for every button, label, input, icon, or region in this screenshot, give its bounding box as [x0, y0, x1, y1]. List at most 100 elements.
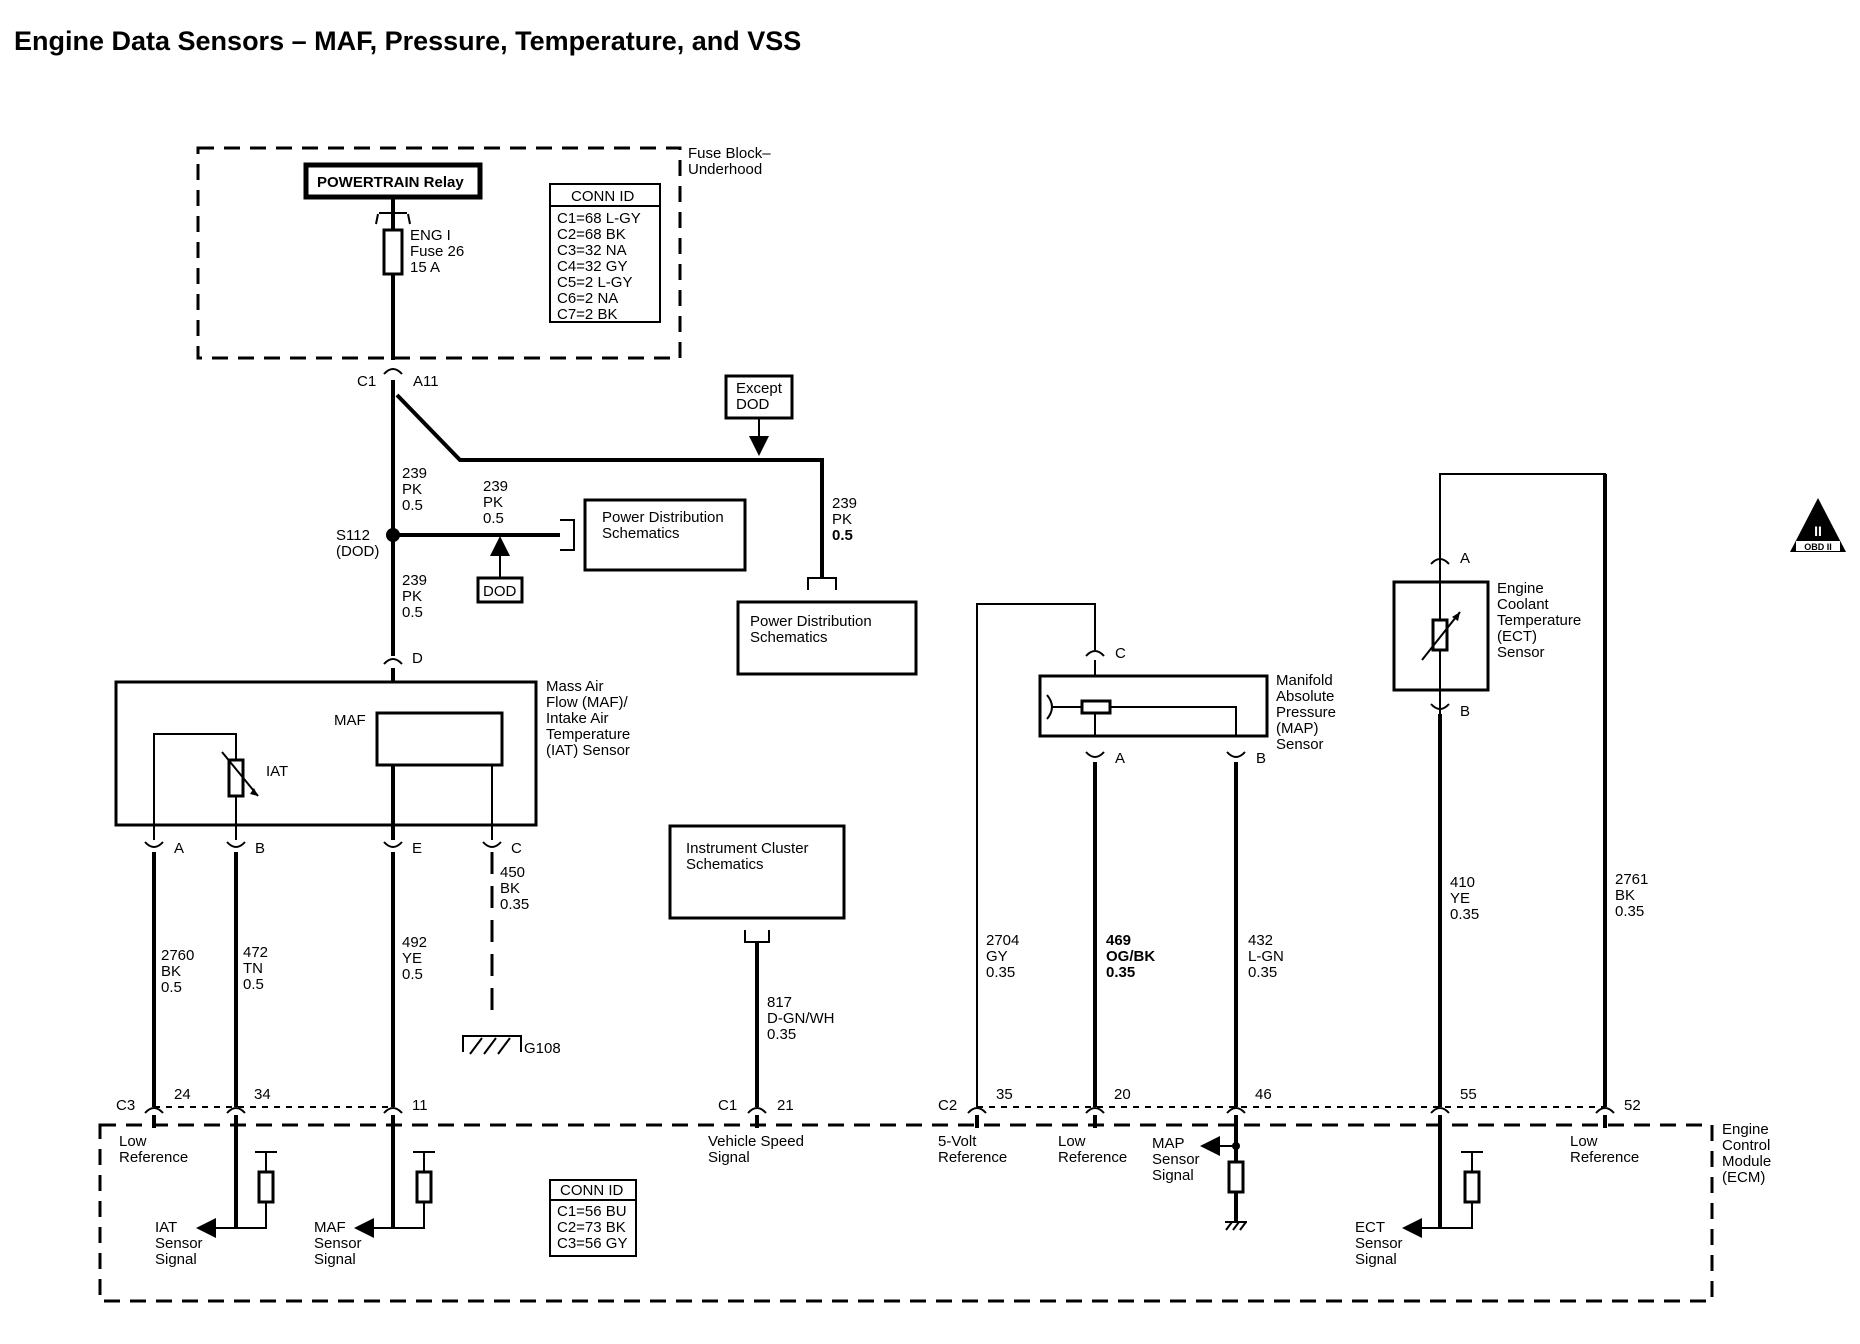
- map-signal-label-2: Sensor: [1152, 1151, 1200, 1168]
- wire-410-2: YE: [1450, 890, 1470, 907]
- wire-469-1: 469: [1106, 932, 1131, 949]
- map-element-icon: [1080, 699, 1112, 715]
- power-dist-2-label-1: Power Distribution: [750, 613, 872, 630]
- ecm-label-3: Module: [1722, 1153, 1771, 1170]
- wire-450-1: 450: [500, 864, 525, 881]
- ect-label-5: Sensor: [1497, 644, 1545, 661]
- vss-signal-label-2: Signal: [708, 1149, 750, 1166]
- wire-2761-2: BK: [1615, 887, 1635, 904]
- wire-239-lower-2: PK: [402, 588, 422, 605]
- fuse-conn-label: C1: [357, 373, 376, 390]
- maf-pin-a-label: A: [174, 840, 184, 857]
- maf-pin-e-label: E: [412, 840, 422, 857]
- ecm-pin-label: 11: [412, 1097, 428, 1114]
- maf-pullup-circuit: [354, 1151, 435, 1238]
- instrument-cluster-label-2: Schematics: [686, 856, 764, 873]
- power-dist-box-1: [583, 498, 747, 572]
- ect-label-1: Engine: [1497, 580, 1544, 597]
- wire-472-2: TN: [243, 960, 263, 977]
- powertrain-relay-label: POWERTRAIN Relay: [317, 174, 464, 191]
- wire-492-3: 0.5: [402, 966, 423, 983]
- map-pin-b-icon: [1226, 751, 1246, 758]
- wire-2760-1: 2760: [161, 947, 194, 964]
- map-pin-c-icon: [1085, 650, 1105, 657]
- wire-2760-3: 0.5: [161, 979, 182, 996]
- fuse-label-2: Fuse 26: [410, 243, 464, 260]
- ecm-pin-46-icon: [1226, 1107, 1246, 1114]
- maf-pin-e-icon: [383, 841, 403, 848]
- resistor-icon: [415, 1170, 433, 1204]
- fuse-conn-id-row: C6=2 NA: [557, 290, 618, 307]
- ecm-pin-34-icon: [226, 1107, 246, 1114]
- wire-239-upper-1: 239: [402, 465, 427, 482]
- ecm-pin-label: 46: [1255, 1086, 1272, 1103]
- maf-label-2: Flow (MAF)/: [546, 694, 628, 711]
- wire-239-except-2: PK: [832, 511, 852, 528]
- map-pin-a-label: A: [1115, 750, 1125, 767]
- ecm-low-ref-2-b: Reference: [1058, 1149, 1127, 1166]
- ect-label-2: Coolant: [1497, 596, 1550, 613]
- wire-239-branch-2: PK: [483, 494, 503, 511]
- fuse-conn-id-row: C5=2 L-GY: [557, 274, 632, 291]
- iat-element-label: IAT: [266, 763, 288, 780]
- connector-c1-a11-icon: [383, 368, 403, 375]
- ect-signal-label-3: Signal: [1355, 1251, 1397, 1268]
- wire-2704-2: GY: [986, 948, 1008, 965]
- wire-239-except-1: 239: [832, 495, 857, 512]
- ecm-pin-52-icon: [1595, 1107, 1615, 1114]
- fuse-terminal-icon: [375, 213, 411, 225]
- wire-472-1: 472: [243, 944, 268, 961]
- wire-239-upper-2: PK: [402, 481, 422, 498]
- obd-ii-icon: II OBD II: [1790, 498, 1846, 552]
- map-label-1: Manifold: [1276, 672, 1333, 689]
- wire-492-2: YE: [402, 950, 422, 967]
- maf-label-3: Intake Air: [546, 710, 609, 727]
- fuse-block-outline: [196, 146, 682, 360]
- ecm-conn-id-row: C3=56 GY: [557, 1235, 627, 1252]
- wire-450-3: 0.35: [500, 896, 529, 913]
- instrument-cluster-box: [668, 824, 846, 920]
- maf-pin-c-icon: [482, 841, 502, 848]
- resistor-icon: [1227, 1160, 1245, 1194]
- maf-pin-b-icon: [226, 841, 246, 848]
- obd-badge-label: OBD II: [1804, 542, 1832, 552]
- map-label-2: Absolute: [1276, 688, 1334, 705]
- map-label-5: Sensor: [1276, 736, 1324, 753]
- ecm-outline: [98, 1123, 1714, 1303]
- ecm-pin-label: 52: [1624, 1097, 1641, 1114]
- wire-410-3: 0.35: [1450, 906, 1479, 923]
- fuse-label-1: ENG I: [410, 227, 451, 244]
- ecm-pin-label: 34: [254, 1086, 271, 1103]
- fuse-conn-id-row: C1=68 L-GY: [557, 210, 641, 227]
- maf-element-label: MAF: [334, 712, 366, 729]
- fuse-block-label-2: Underhood: [688, 161, 762, 178]
- maf-signal-label-2: Sensor: [314, 1235, 362, 1252]
- iat-signal-label-3: Signal: [155, 1251, 197, 1268]
- maf-pin-b-label: B: [255, 840, 265, 857]
- fuse-conn-id-row: C3=32 NA: [557, 242, 627, 259]
- ecm-pin-21-icon: [747, 1107, 767, 1114]
- map-signal-label-3: Signal: [1152, 1167, 1194, 1184]
- power-dist-1-label-1: Power Distribution: [602, 509, 724, 526]
- power-dist-1-label-2: Schematics: [602, 525, 680, 542]
- ecm-label-2: Control: [1722, 1137, 1770, 1154]
- wire-410-1: 410: [1450, 874, 1475, 891]
- maf-element-box: [375, 711, 504, 767]
- except-dod-label-2: DOD: [736, 396, 770, 413]
- ecm-low-ref-1-b: Reference: [119, 1149, 188, 1166]
- ecm-pin-label: 20: [1114, 1086, 1131, 1103]
- ground-icon: [462, 1035, 522, 1055]
- ecm-pin-label: 21: [777, 1097, 794, 1114]
- maf-label-4: Temperature: [546, 726, 630, 743]
- ecm-pin-label: 55: [1460, 1086, 1477, 1103]
- ecm-low-ref-2-a: Low: [1058, 1133, 1086, 1150]
- ecm-conn-id-title: CONN ID: [560, 1182, 624, 1199]
- wire-469-3: 0.35: [1106, 964, 1135, 981]
- resistor-icon: [1463, 1170, 1481, 1204]
- wire-239-branch-1: 239: [483, 478, 508, 495]
- ect-label-4: (ECT): [1497, 628, 1537, 645]
- wire-432-2: L-GN: [1248, 948, 1284, 965]
- fuse-label-3: 15 A: [410, 259, 440, 276]
- iat-signal-label-2: Sensor: [155, 1235, 203, 1252]
- wire-469-2: OG/BK: [1106, 948, 1155, 965]
